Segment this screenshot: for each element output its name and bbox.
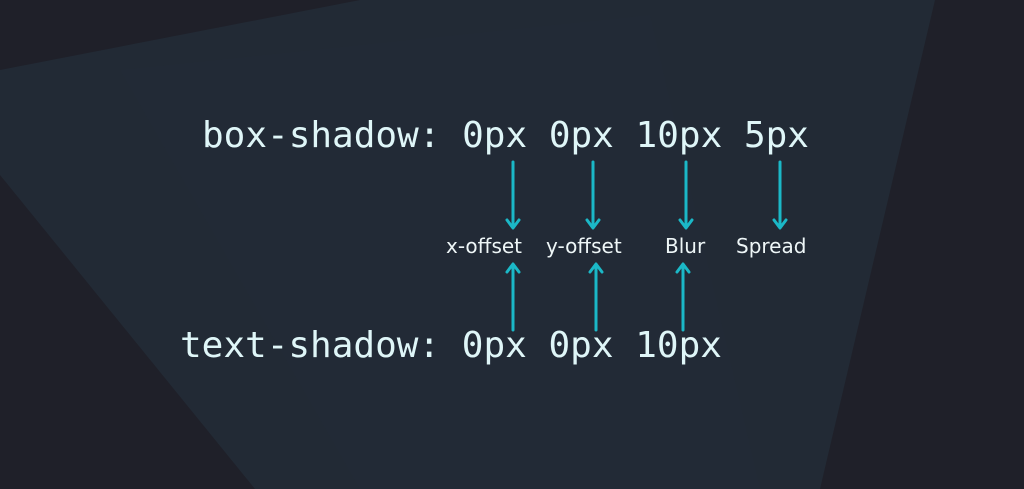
blur-down-arrow bbox=[678, 160, 694, 230]
text-shadow-y-value: 0px bbox=[548, 325, 614, 366]
blur-label: Blur bbox=[665, 234, 706, 258]
box-shadow-spread-value: 5px bbox=[743, 115, 809, 156]
x-offset-up-arrow bbox=[505, 262, 521, 332]
text-shadow-property: text-shadow: bbox=[180, 325, 441, 366]
y-offset-up-arrow bbox=[588, 262, 604, 332]
box-shadow-x-value: 0px bbox=[462, 115, 528, 156]
spread-down-arrow bbox=[772, 160, 788, 230]
y-offset-down-arrow bbox=[585, 160, 601, 230]
box-shadow-blur-value: 10px bbox=[635, 115, 723, 156]
text-shadow-code: text-shadow: 0px 0px 10px bbox=[180, 328, 722, 364]
spread-label: Spread bbox=[736, 234, 807, 258]
x-offset-label: x-offset bbox=[446, 234, 523, 258]
text-shadow-blur-value: 10px bbox=[635, 325, 722, 366]
y-offset-label: y-offset bbox=[546, 234, 622, 258]
text-shadow-x-value: 0px bbox=[461, 325, 527, 366]
box-shadow-code: box-shadow: 0px 0px 10px 5px bbox=[202, 118, 809, 154]
box-shadow-y-value: 0px bbox=[548, 115, 614, 156]
blur-up-arrow bbox=[675, 262, 691, 332]
box-shadow-property: box-shadow: bbox=[202, 115, 441, 156]
x-offset-down-arrow bbox=[505, 160, 521, 230]
